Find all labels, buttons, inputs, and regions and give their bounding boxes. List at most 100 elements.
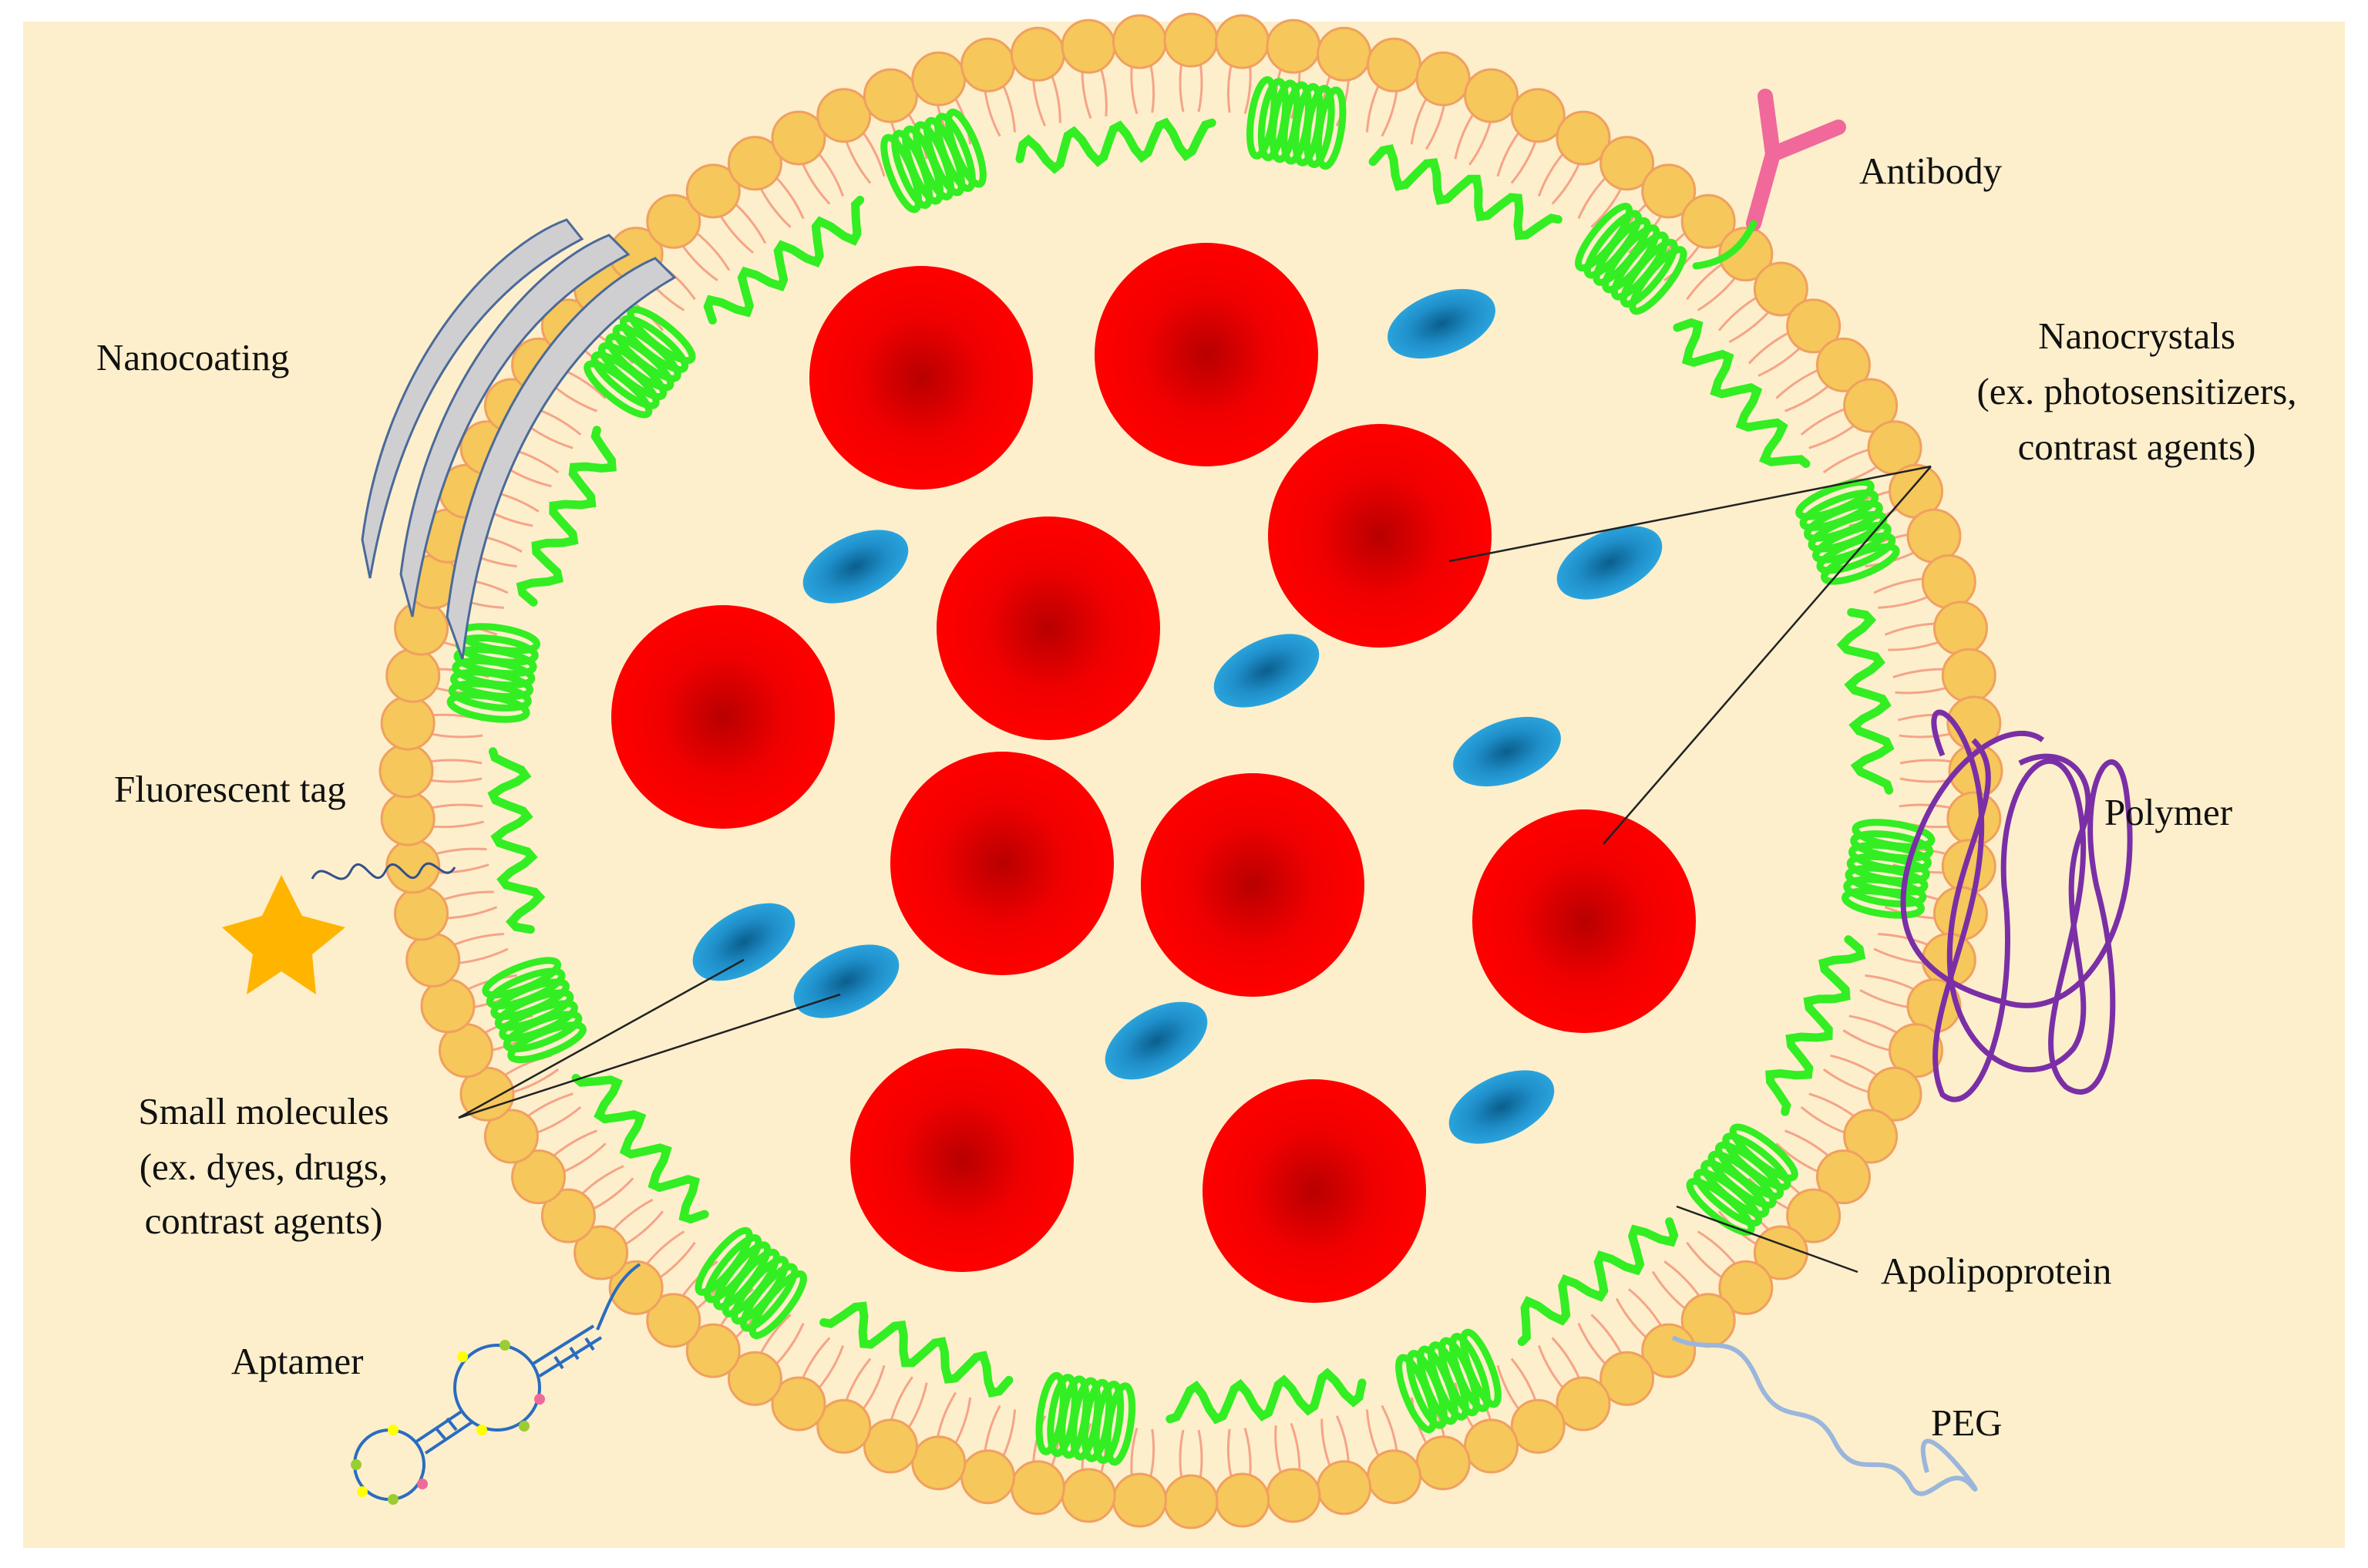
nanocrystals (611, 243, 1696, 1303)
lipid-head (1906, 508, 1962, 564)
apolipoprotein-chain (1517, 1217, 1679, 1347)
lipid-head (1366, 37, 1421, 93)
helix-turn (1620, 238, 1678, 308)
lipid-head (646, 1293, 701, 1348)
helix-turn (1047, 1373, 1078, 1457)
helix-turn (1314, 86, 1347, 170)
nanocrystals-line-3: contrast agents) (2018, 426, 2256, 468)
label-polymer: Polymer (2104, 791, 2232, 833)
label-antibody: Antibody (1859, 150, 2003, 192)
lipid-head (685, 163, 741, 219)
apolipoprotein-chain (819, 1301, 1014, 1398)
apolipoprotein-chain (703, 195, 865, 325)
lipid-head (394, 886, 449, 941)
lipid-head (1786, 298, 1842, 354)
lipid-head (1464, 68, 1519, 123)
small-molecule (692, 903, 796, 981)
apolipoprotein-chain (1673, 318, 1811, 468)
lipid-head (385, 648, 441, 703)
small-molecules-line-3: contrast agents) (145, 1200, 383, 1242)
lipid-heads (378, 12, 2003, 1529)
lipid-head (1556, 110, 1611, 166)
lipid-head (1718, 1260, 1774, 1315)
nanocrystal (890, 752, 1114, 975)
apolipoprotein-chain (1368, 144, 1562, 241)
helix-turn (704, 1234, 762, 1304)
nanocrystal (937, 516, 1160, 740)
lipid-head (1163, 12, 1219, 68)
nanocrystal (1095, 243, 1318, 466)
nanocoating-icon (361, 218, 677, 660)
small-molecule (1453, 716, 1561, 787)
small-molecule (1556, 526, 1663, 600)
lipid-head (540, 1188, 596, 1243)
nanocrystal (611, 605, 835, 829)
lipid-head (1061, 1468, 1116, 1523)
lipid-head (1464, 1418, 1519, 1474)
lipid-head (1415, 1435, 1471, 1491)
helix-turn (1406, 1349, 1448, 1429)
label-small-molecules: Small molecules (ex. dyes, drugs, contra… (138, 1090, 388, 1242)
lipid-head (863, 1418, 918, 1474)
helix-turn (1303, 85, 1335, 169)
lipid-head (960, 1449, 1016, 1505)
lipid-head (863, 68, 918, 123)
leader-lines (458, 465, 1932, 1274)
apolipoprotein-helix (1395, 1328, 1502, 1434)
apolipoprotein-helix (695, 1226, 807, 1339)
lipid-head (511, 1149, 567, 1205)
helix-turn (1629, 246, 1687, 315)
lipid-head (816, 88, 872, 143)
peg-icon (1671, 1335, 1978, 1496)
lipid-head (1215, 1472, 1270, 1528)
lipid-head (646, 193, 701, 249)
lipid-head (1932, 601, 1988, 656)
fluorescent-tag-icon (222, 862, 456, 994)
lipid-head (1680, 193, 1736, 249)
nanocrystal (1202, 1079, 1426, 1303)
nanocrystal (1141, 773, 1364, 997)
helix-turn (1686, 1177, 1755, 1236)
lipid-head (1921, 554, 1976, 610)
lipid-head (911, 51, 967, 106)
lipid-head (1112, 1472, 1167, 1528)
small-molecule (793, 944, 900, 1018)
antibody-icon (1692, 89, 1846, 270)
nanocrystals-line-2: (ex. photosensitizers, (1976, 370, 2296, 412)
lipid-head (1556, 1376, 1611, 1432)
lipid-head (685, 1323, 741, 1378)
small-molecules-line-2: (ex. dyes, drugs, (140, 1146, 388, 1188)
lipid-head (1641, 163, 1697, 219)
lipid-head (1932, 886, 1988, 941)
nanocrystal (850, 1048, 1074, 1272)
apolipoprotein-chain (1166, 1368, 1367, 1425)
aptamer-icon (351, 1263, 641, 1505)
apolipoprotein-chain (1015, 117, 1216, 174)
lipid-head (608, 1260, 664, 1315)
helix-turn (620, 315, 689, 373)
lipid-head (1215, 14, 1270, 69)
helix-turn (627, 306, 696, 365)
lipid-head (1815, 337, 1871, 392)
nanocrystal (1472, 809, 1696, 1033)
lipid-head (1889, 1023, 1944, 1078)
lipid-head (1010, 1460, 1065, 1516)
lipid-head (1843, 1109, 1899, 1164)
apolipoprotein-helix (482, 957, 587, 1064)
lipid-head (1010, 26, 1065, 82)
lipid-head (1266, 19, 1321, 74)
lipid-head (1641, 1323, 1697, 1378)
apolipoprotein-chains (446, 76, 1936, 1466)
small-molecules-line-1: Small molecules (138, 1090, 388, 1132)
label-peg: PEG (1931, 1401, 2003, 1444)
helix-turn (695, 1226, 753, 1296)
apolipoprotein-helix (1842, 819, 1936, 919)
lipid-head (960, 37, 1016, 93)
helix-turn (1842, 887, 1925, 919)
label-apolipoprotein: Apolipoprotein (1881, 1250, 2111, 1292)
lipid-head (1786, 1188, 1842, 1243)
lipid-head (1815, 1149, 1871, 1205)
nanocrystal (809, 266, 1033, 490)
lipid-head (380, 695, 436, 751)
lipid-head (380, 791, 436, 846)
